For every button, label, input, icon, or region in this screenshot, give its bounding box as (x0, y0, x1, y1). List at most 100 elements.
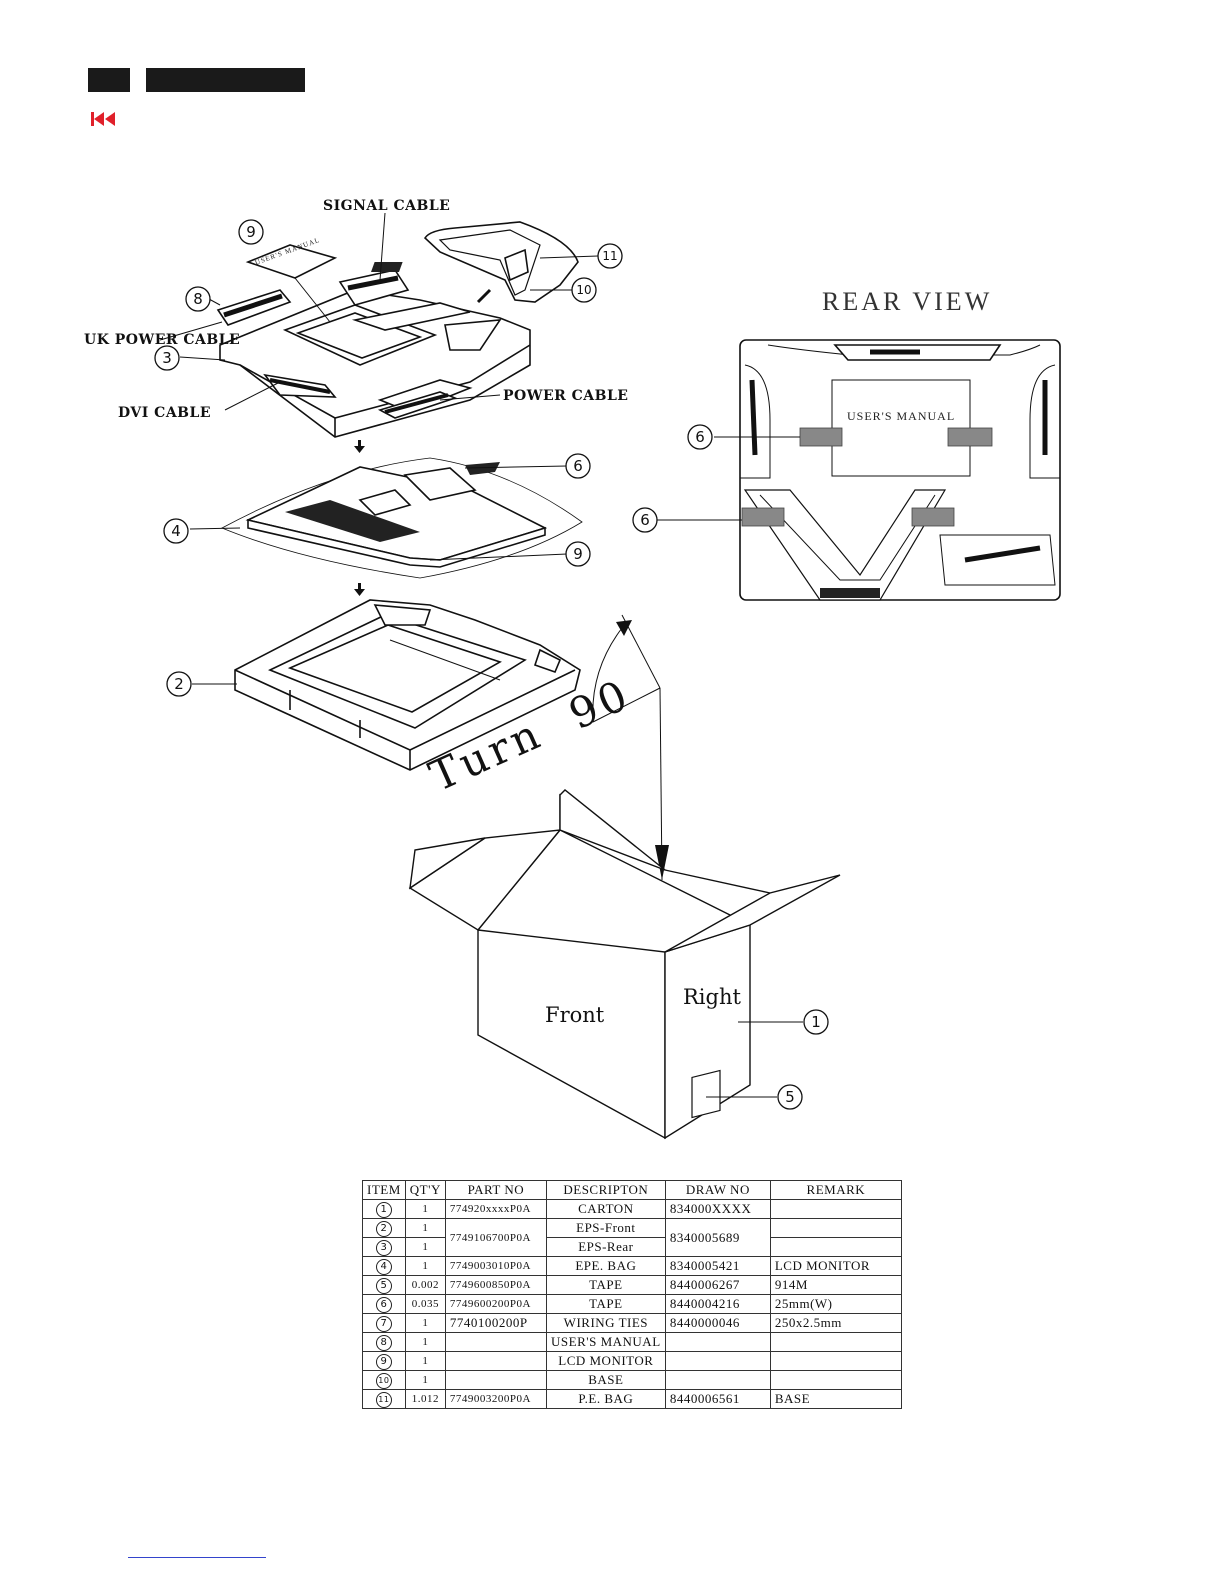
item-number: 4 (375, 1259, 392, 1275)
remark-cell: LCD MONITOR (769, 1256, 902, 1276)
draw-no-cell (664, 1332, 771, 1352)
remark-cell: 25mm(W) (769, 1294, 902, 1314)
table-row: 3 1 EPS-Rear (362, 1237, 902, 1257)
rear-view-title: REAR VIEW (822, 287, 992, 316)
callout-8-text: 8 (193, 290, 203, 308)
header-page-box (88, 68, 130, 92)
item-number: 7 (375, 1316, 392, 1332)
parts-table: ITEM QT'Y PART NO DESCRIPTON DRAW NO REM… (362, 1180, 902, 1409)
part-no-cell: 774920xxxxP0A (444, 1199, 547, 1219)
rear-view-panel (739, 339, 1061, 601)
callout-3-text: 3 (162, 349, 172, 367)
part-no-cell: 7740100200P (444, 1313, 547, 1333)
qty-cell: 0.002 (404, 1275, 446, 1295)
rewind-icon[interactable] (90, 110, 116, 128)
base-in-bag (371, 221, 579, 304)
power-cable-pack (377, 391, 458, 419)
description-cell: CARTON (545, 1199, 666, 1219)
table-row: 8 1 USER'S MANUAL (362, 1332, 902, 1352)
col-remark: REMARK (769, 1180, 902, 1200)
remark-cell (769, 1351, 902, 1371)
col-part-no: PART NO (444, 1180, 547, 1200)
item-number: 9 (375, 1354, 392, 1370)
eps-front-tray (234, 599, 581, 771)
qty-cell: 1 (404, 1370, 446, 1390)
remark-cell (769, 1237, 902, 1257)
label-power-cable: POWER CABLE (503, 388, 628, 404)
qty-cell: 1 (404, 1218, 446, 1238)
part-no-cell (444, 1351, 547, 1371)
part-no-cell: 7749106700P0A (444, 1218, 547, 1257)
description-cell: P.E. BAG (545, 1389, 666, 1409)
callout-3 (154, 345, 180, 371)
remark-cell: BASE (769, 1389, 902, 1409)
uk-power-cable-pack (216, 289, 292, 326)
header-title-box (146, 68, 305, 92)
col-description: DESCRIPTON (545, 1180, 666, 1200)
callout-11 (597, 243, 623, 269)
col-qty: QT'Y (404, 1180, 446, 1200)
item-number: 10 (375, 1373, 392, 1389)
signal-cable-pack (338, 269, 410, 306)
callout-9-top-text: 9 (246, 223, 256, 241)
part-no-cell (444, 1332, 547, 1352)
draw-no-cell: 8340005421 (664, 1256, 771, 1276)
callout-6-rear-bottom (632, 507, 658, 533)
item-number: 8 (375, 1335, 392, 1351)
callout-4 (163, 518, 189, 544)
callout-4-text: 4 (171, 522, 181, 540)
parts-table-header: ITEM QT'Y PART NO DESCRIPTON DRAW NO REM… (362, 1180, 902, 1200)
description-cell: TAPE (545, 1275, 666, 1295)
carton-front-label: Front (545, 1003, 605, 1027)
description-cell: LCD MONITOR (545, 1351, 666, 1371)
footer-link-underline[interactable] (128, 1557, 266, 1558)
item-number: 6 (375, 1297, 392, 1313)
item-number: 5 (375, 1278, 392, 1294)
draw-no-cell: 8440004216 (664, 1294, 771, 1314)
callout-6-rear-top (687, 424, 713, 450)
table-row: 9 1 LCD MONITOR (362, 1351, 902, 1371)
remark-cell (769, 1199, 902, 1219)
leader-lines (159, 212, 803, 1098)
callout-9-top (238, 219, 264, 245)
users-manual-booklet (245, 244, 338, 323)
table-row: 2 1 7749106700P0A EPS-Front 8340005689 (362, 1218, 902, 1257)
description-cell: EPS-Front (545, 1218, 666, 1238)
rear-view-manual-label: USER'S MANUAL (847, 409, 955, 423)
remark-cell (769, 1332, 902, 1352)
callout-6-rear-bottom-text: 6 (640, 511, 650, 529)
qty-cell: 1 (404, 1351, 446, 1371)
description-cell: EPE. BAG (545, 1256, 666, 1276)
table-row: 11 1.012 7749003200P0A P.E. BAG 84400065… (362, 1389, 902, 1409)
description-cell: WIRING TIES (545, 1313, 666, 1333)
draw-no-cell (664, 1351, 771, 1371)
remark-cell (769, 1218, 902, 1238)
item-number: 2 (375, 1221, 392, 1237)
callout-11-text: 11 (602, 249, 617, 263)
label-signal-cable: SIGNAL CABLE (323, 198, 450, 214)
draw-no-cell: 8440006267 (664, 1275, 771, 1295)
lcd-monitor-in-bag (221, 457, 583, 579)
description-cell: USER'S MANUAL (545, 1332, 666, 1352)
table-row: 1 1 774920xxxxP0A CARTON 834000XXXX (362, 1199, 902, 1219)
col-draw-no: DRAW NO (664, 1180, 771, 1200)
callout-2-text: 2 (174, 675, 184, 693)
callout-8 (185, 286, 211, 312)
callout-10 (571, 277, 597, 303)
draw-no-cell: 8340005689 (664, 1218, 771, 1257)
drop-arrow (655, 845, 669, 880)
description-cell: BASE (545, 1370, 666, 1390)
qty-cell: 1 (404, 1313, 446, 1333)
callout-5-text: 5 (785, 1088, 795, 1106)
description-cell: TAPE (545, 1294, 666, 1314)
part-no-cell (444, 1370, 547, 1390)
part-no-cell: 7749003010P0A (444, 1256, 547, 1276)
col-item: ITEM (362, 1180, 406, 1200)
tape-strip (741, 427, 993, 527)
item-number: 11 (375, 1392, 392, 1408)
qty-cell: 1.012 (404, 1389, 446, 1409)
draw-no-cell (664, 1370, 771, 1390)
qty-cell: 1 (404, 1256, 446, 1276)
draw-no-cell: 8440006561 (664, 1389, 771, 1409)
description-cell: EPS-Rear (545, 1237, 666, 1257)
